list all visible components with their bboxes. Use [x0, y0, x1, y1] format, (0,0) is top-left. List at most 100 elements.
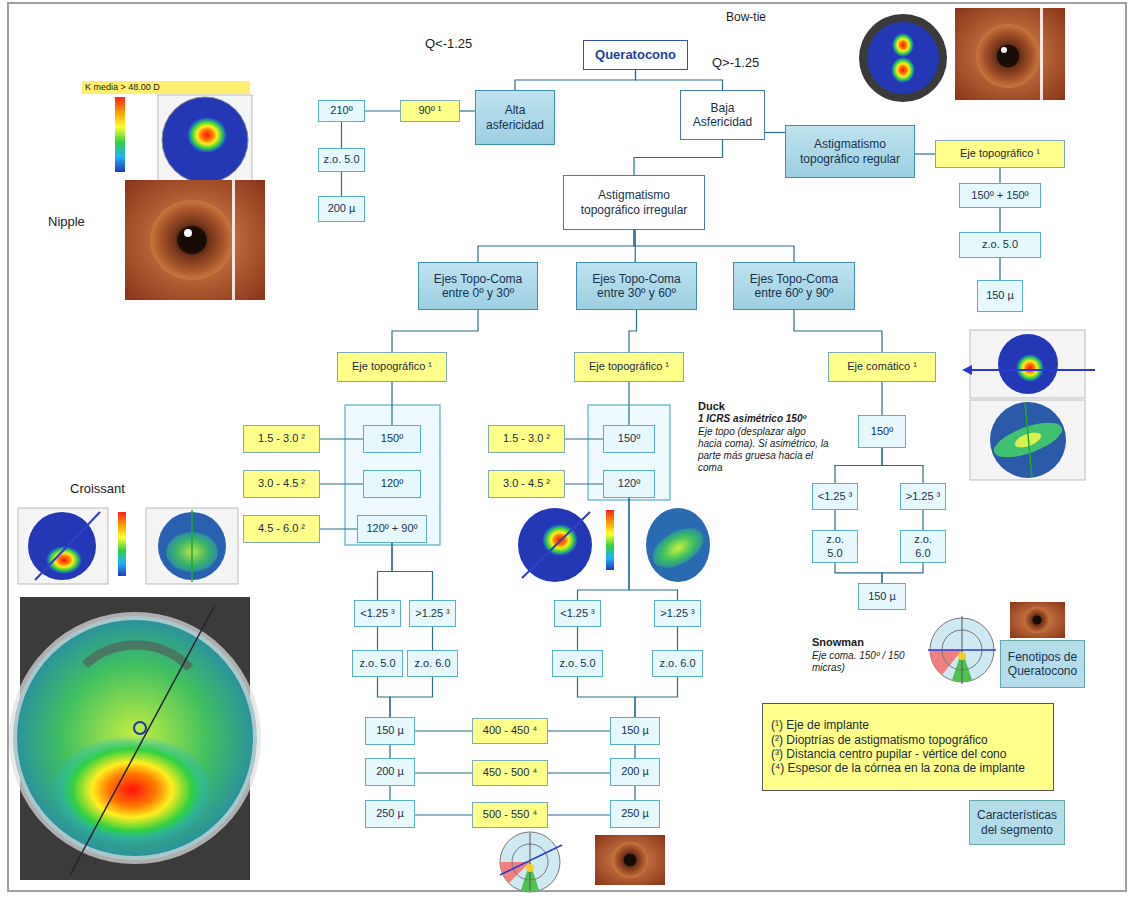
- node-text: 1.5 - 3.0 ²: [493, 432, 560, 445]
- node-text: z.o. 6.0: [412, 657, 453, 670]
- illustration-part: [28, 512, 96, 580]
- phenotype-sketch: [928, 616, 996, 684]
- category-box: Ejes Topo-Coma entre 0º y 30º: [418, 262, 538, 310]
- eye-photo: [1010, 602, 1065, 638]
- root-box: Queratocono: [583, 40, 688, 70]
- eye-photo: [125, 180, 265, 300]
- illustration-part: [892, 33, 914, 57]
- connector-line: [999, 168, 1000, 183]
- node-text: Alta asfericidad: [480, 103, 550, 132]
- connector-line: [389, 745, 390, 758]
- node-text: 200 µ: [370, 765, 410, 778]
- connector-line: [629, 498, 678, 600]
- connector-line: [548, 814, 610, 815]
- node-text: 150º: [368, 432, 416, 445]
- node-text: (¹) Eje de implante: [771, 718, 1045, 732]
- node-text: 200 µ: [323, 202, 360, 215]
- connector-line: [378, 543, 393, 600]
- connector-line: [377, 627, 378, 650]
- illustration-part: [232, 180, 235, 300]
- parameter-box: 4.5 - 6.0 ²: [243, 515, 320, 543]
- value-box: z.o. 5.0: [552, 650, 603, 677]
- node-text: 210º: [323, 104, 360, 117]
- value-box: z.o. 6.0: [407, 650, 458, 677]
- connector-line: [415, 814, 472, 815]
- value-box: 150º + 150º: [959, 183, 1041, 208]
- illustration-part: [158, 95, 252, 185]
- connector-line: [835, 448, 882, 483]
- node-text: z.o. 5.0: [357, 657, 398, 670]
- connector-line: [341, 122, 342, 148]
- illustration-part: [955, 8, 1065, 100]
- connector-line: [922, 510, 923, 530]
- caption-box: Fenotipos de Queratocono: [1000, 640, 1085, 688]
- node-text: Baja Asfericidad: [685, 101, 760, 130]
- node-text: Queratocono: [588, 47, 683, 63]
- node-text: <1.25 ³: [559, 607, 596, 620]
- group-frame: [345, 405, 440, 545]
- connector-line: [320, 528, 357, 529]
- node-text: 150 µ: [370, 724, 410, 737]
- branch-condition: Q<-1.25: [425, 36, 505, 52]
- parameter-box: 1.5 - 3.0 ²: [488, 425, 565, 453]
- illustration-part: [18, 508, 108, 584]
- node-text: Ejes Topo-Coma entre 0º y 30º: [423, 272, 533, 301]
- node-text: 120º: [368, 477, 416, 490]
- map-caption: K media > 48.00 D: [82, 81, 250, 94]
- illustration-part: [970, 369, 1095, 371]
- connector-line: [515, 70, 636, 90]
- illustration-part: [13, 616, 257, 860]
- illustration-part: [891, 57, 915, 83]
- value-box: 120º + 90º: [357, 515, 427, 543]
- connector-line: [629, 310, 637, 352]
- illustration-part: [500, 832, 560, 892]
- node-text: (³) Distancia centro pupilar - vértice d…: [771, 747, 1045, 761]
- parameter-box: Eje topográfico ¹: [337, 352, 447, 382]
- node-text: 250 µ: [615, 807, 655, 820]
- connector-line: [794, 310, 882, 352]
- illustration-part: [85, 645, 190, 668]
- illustration-part: [184, 229, 192, 237]
- node-text: Astigmatismo topográfico irregular: [568, 188, 700, 217]
- node-text: z.o. 5.0: [323, 153, 360, 166]
- category-box: Alta asfericidad: [475, 90, 555, 145]
- connector-line: [415, 730, 472, 731]
- connector-line: [392, 543, 433, 600]
- category-box: Astigmatismo topográfico regular: [785, 125, 915, 178]
- phenotype-note: Eje coma. 150º / 150 micras): [812, 650, 912, 674]
- connector-line: [628, 382, 629, 425]
- connector-line: [565, 438, 603, 439]
- illustration-part: [867, 22, 939, 94]
- phenotype-name: Bow-tie: [726, 10, 806, 24]
- value-box: 200 µ: [318, 196, 365, 222]
- connector-line: [835, 563, 882, 583]
- connector-line: [341, 172, 342, 196]
- illustration-part: [500, 845, 562, 875]
- connector-line: [999, 258, 1000, 280]
- illustration-part: [150, 200, 234, 280]
- connector-line: [365, 110, 400, 111]
- illustration-part: [958, 652, 966, 660]
- topography-map: [859, 14, 947, 102]
- branch-condition: Q>-1.25: [712, 55, 792, 71]
- connector-line: [636, 70, 723, 90]
- value-box: z.o. 5.0: [352, 650, 403, 677]
- node-text: 3.0 - 4.5 ²: [248, 477, 315, 490]
- node-text: Características del segmento: [974, 808, 1060, 837]
- node-text: >1.25 ³: [905, 490, 941, 503]
- connector-line: [432, 627, 433, 650]
- illustration-part: [187, 117, 227, 153]
- connector-line: [320, 483, 363, 484]
- phenotype-name: Nipple: [48, 214, 118, 230]
- value-box: z.o. 6.0: [900, 530, 946, 562]
- node-text: Ejes Topo-Coma entre 30º y 60º: [581, 272, 692, 301]
- category-box: Ejes Topo-Coma entre 60º y 90º: [733, 262, 855, 310]
- illustration-part: [134, 722, 146, 734]
- illustration-part: [1001, 47, 1007, 53]
- parameter-box: Eje topográfico ¹: [574, 352, 684, 382]
- illustration-part: [115, 97, 125, 172]
- parameter-box: 450 - 500 ⁴: [472, 760, 548, 786]
- node-text: Eje topográfico ¹: [342, 360, 442, 373]
- connector-line: [578, 677, 636, 717]
